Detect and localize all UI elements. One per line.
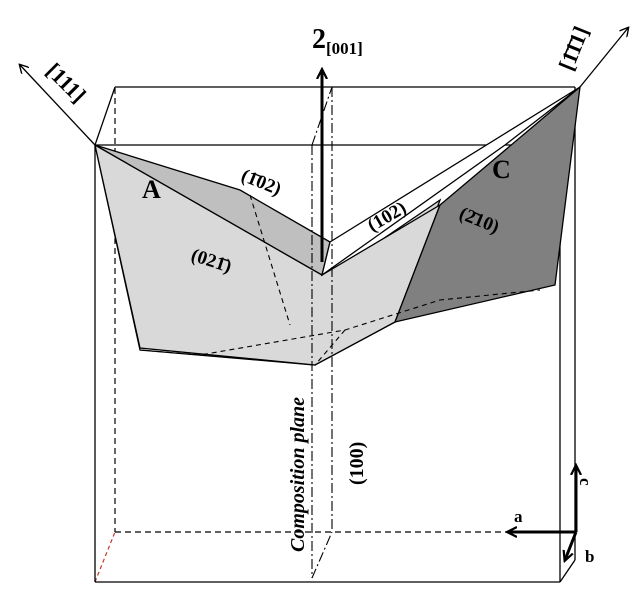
face-102 (320, 86, 581, 277)
label-twofold: 2[001] (312, 24, 363, 58)
label-composition-plane: Composition plane (287, 397, 309, 552)
label-axis-a: a (514, 507, 523, 526)
face-bar210 (393, 85, 581, 323)
composition-plane-lines (311, 86, 333, 579)
label-bar1bar11: [1̄1̄1] (553, 23, 593, 74)
corner-edge (94, 531, 116, 583)
label-111: [111] (41, 58, 91, 108)
label-plane-100: (100) (346, 442, 368, 485)
label-crystal-a: A (142, 175, 161, 204)
arrow-bar1bar11 (579, 28, 628, 88)
label-axis-b: b (585, 547, 594, 566)
label-axis-c: c (576, 478, 595, 486)
label-crystal-c: C (492, 155, 511, 184)
crystal-hidden-edges (139, 194, 541, 366)
arrow-111 (20, 65, 96, 146)
axis-b-arrow (565, 531, 578, 560)
